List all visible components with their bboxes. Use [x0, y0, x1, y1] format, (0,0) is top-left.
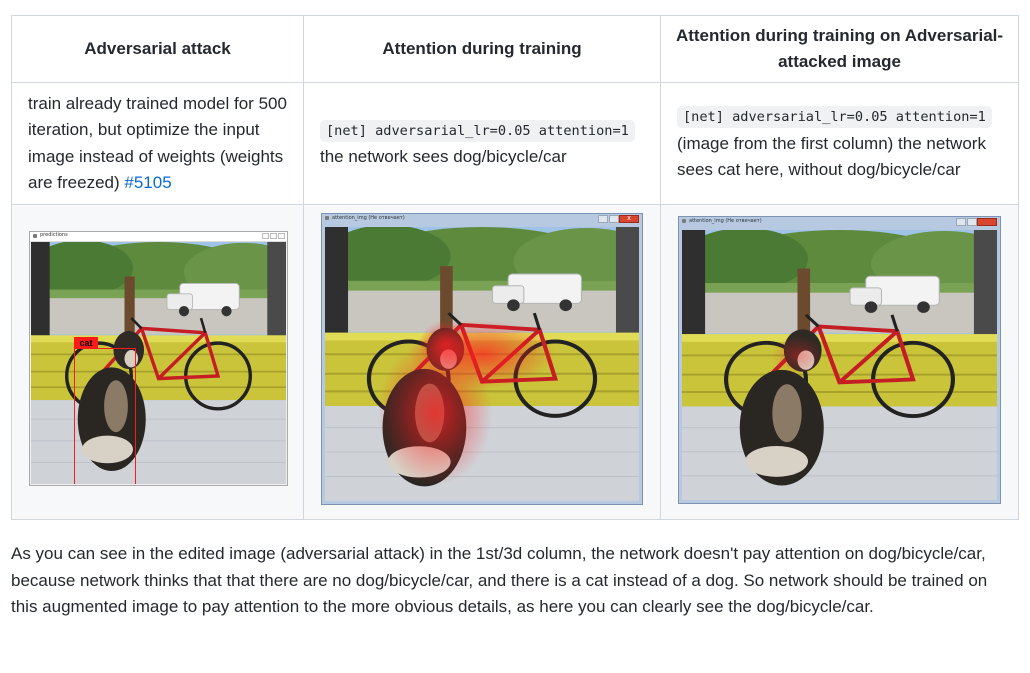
attention-heatmap: [419, 319, 472, 369]
porch-photo-attention-adversarial: [682, 230, 997, 500]
header-attention-adversarial: Attention during training on Adversarial…: [660, 15, 1019, 83]
porch-photo: [31, 242, 286, 484]
minimize-icon[interactable]: [262, 233, 269, 239]
attention-heatmap: [771, 336, 824, 375]
close-icon[interactable]: x: [619, 215, 639, 223]
cell-attention-adversarial-description: [net] adversarial_lr=0.05 attention=1 (i…: [660, 82, 1019, 205]
app-icon: [33, 234, 37, 238]
attention-adversarial-description-text: (image from the first column) the networ…: [677, 133, 986, 180]
window-title: attention_img (Не отвечает): [689, 218, 762, 224]
predictions-image: cat: [31, 242, 286, 484]
attention-adversarial-window: attention_img (Не отвечает): [678, 216, 1001, 504]
table-row: predictions cat attention_img (Не отвеча…: [11, 204, 1019, 520]
issue-link[interactable]: #5105: [124, 173, 172, 192]
window-title: attention_img (Не отвечает): [332, 215, 405, 221]
adversarial-description-text: train already trained model for 500 iter…: [28, 93, 287, 193]
predictions-window: predictions cat: [29, 231, 288, 486]
cell-screenshot-predictions: predictions cat: [11, 204, 304, 520]
config-code: [net] adversarial_lr=0.05 attention=1: [677, 106, 992, 129]
maximize-icon[interactable]: [270, 233, 277, 239]
app-icon: [325, 216, 329, 220]
close-icon[interactable]: [278, 233, 285, 239]
minimize-icon[interactable]: [956, 218, 966, 226]
attention-description-text: the network sees dog/bicycle/car: [320, 147, 567, 166]
window-titlebar[interactable]: predictions: [30, 232, 287, 242]
attention-adversarial-image: [682, 230, 997, 500]
porch-photo-attention: [325, 227, 639, 501]
cell-adversarial-description: train already trained model for 500 iter…: [11, 82, 304, 205]
cell-screenshot-attention: attention_img (Не отвечает) x: [303, 204, 661, 520]
window-title: predictions: [40, 232, 68, 238]
minimize-icon[interactable]: [598, 215, 608, 223]
detection-label: cat: [74, 337, 98, 349]
maximize-icon[interactable]: [967, 218, 977, 226]
header-attention-training: Attention during training: [303, 15, 661, 83]
attention-window: attention_img (Не отвечает) x: [321, 213, 643, 505]
attention-image: [325, 227, 639, 501]
comparison-table: Adversarial attack Attention during trai…: [11, 15, 1019, 520]
table-header-row: Adversarial attack Attention during trai…: [11, 15, 1019, 83]
config-code: [net] adversarial_lr=0.05 attention=1: [320, 119, 635, 142]
window-titlebar[interactable]: attention_img (Не отвечает) x: [322, 214, 642, 226]
window-titlebar[interactable]: attention_img (Не отвечает): [679, 217, 1000, 229]
cell-attention-description: [net] adversarial_lr=0.05 attention=1 th…: [303, 82, 661, 205]
app-icon: [682, 219, 686, 223]
maximize-icon[interactable]: [609, 215, 619, 223]
explanation-paragraph: As you can see in the edited image (adve…: [11, 544, 988, 617]
header-adversarial-attack: Adversarial attack: [11, 15, 304, 83]
cell-screenshot-attention-adversarial: attention_img (Не отвечает): [660, 204, 1019, 520]
detection-box: [74, 348, 136, 484]
table-row: train already trained model for 500 iter…: [11, 82, 1019, 205]
close-icon[interactable]: [977, 218, 997, 226]
